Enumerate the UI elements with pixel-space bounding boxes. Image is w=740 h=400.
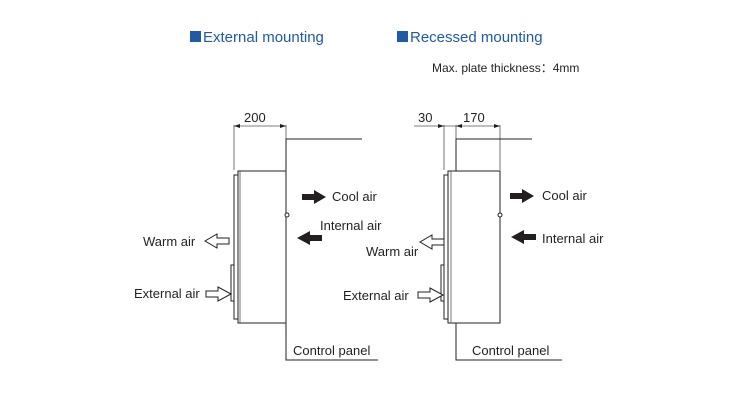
dimension-arrow-icon	[494, 124, 500, 128]
label-warm-air: Warm air	[143, 234, 196, 249]
internal-air-arrow-icon	[297, 231, 322, 245]
cooler-vent-grille	[230, 264, 235, 302]
label-external-air: External air	[134, 286, 200, 301]
label-cool-air: Cool air	[542, 188, 587, 203]
label-warm-air: Warm air	[366, 244, 419, 259]
internal-air-arrow-icon	[511, 230, 536, 244]
dimension-170: 170	[463, 110, 485, 125]
control-panel-wall	[285, 138, 378, 361]
max-plate-thickness-note: Max. plate thickness：4mm	[432, 61, 579, 75]
cooler-unit-body	[237, 170, 287, 324]
label-control-panel: Control panel	[293, 343, 370, 358]
title-square-icon	[397, 31, 408, 42]
external-air-arrow-icon	[417, 287, 445, 303]
external-mounting-drawing: 200 Cool air Internal air Warm air Exter…	[134, 110, 382, 361]
recessed-mounting-drawing: 30 170 Cool air Internal air Warm air Ex…	[343, 110, 604, 361]
dimension-30: 30	[418, 110, 432, 125]
external-air-arrow-icon	[205, 286, 233, 302]
dimension-arrow-icon	[234, 124, 240, 128]
title-external-mounting: External mounting	[203, 29, 324, 46]
label-internal-air: Internal air	[320, 218, 382, 233]
warm-air-arrow-icon	[419, 234, 445, 250]
label-external-air: External air	[343, 288, 409, 303]
cool-air-arrow-icon	[302, 190, 326, 204]
dimension-arrow-icon	[456, 124, 462, 128]
cooler-front-cover	[233, 174, 239, 320]
dimension-arrow-icon	[280, 124, 286, 128]
label-cool-air: Cool air	[332, 189, 377, 204]
label-internal-air: Internal air	[542, 231, 604, 246]
label-control-panel: Control panel	[472, 343, 549, 358]
cooler-front-cover	[443, 174, 449, 320]
cool-air-arrow-icon	[510, 189, 534, 203]
title-square-icon	[190, 31, 201, 42]
cooler-latch	[284, 212, 290, 218]
cooler-latch	[497, 212, 503, 218]
dimension-200: 200	[244, 110, 266, 125]
cooler-unit-body	[447, 170, 501, 324]
warm-air-arrow-icon	[204, 233, 230, 249]
title-recessed-mounting: Recessed mounting	[410, 29, 543, 46]
cooler-vent-grille	[440, 264, 445, 302]
dimension-arrow-icon	[438, 124, 444, 128]
